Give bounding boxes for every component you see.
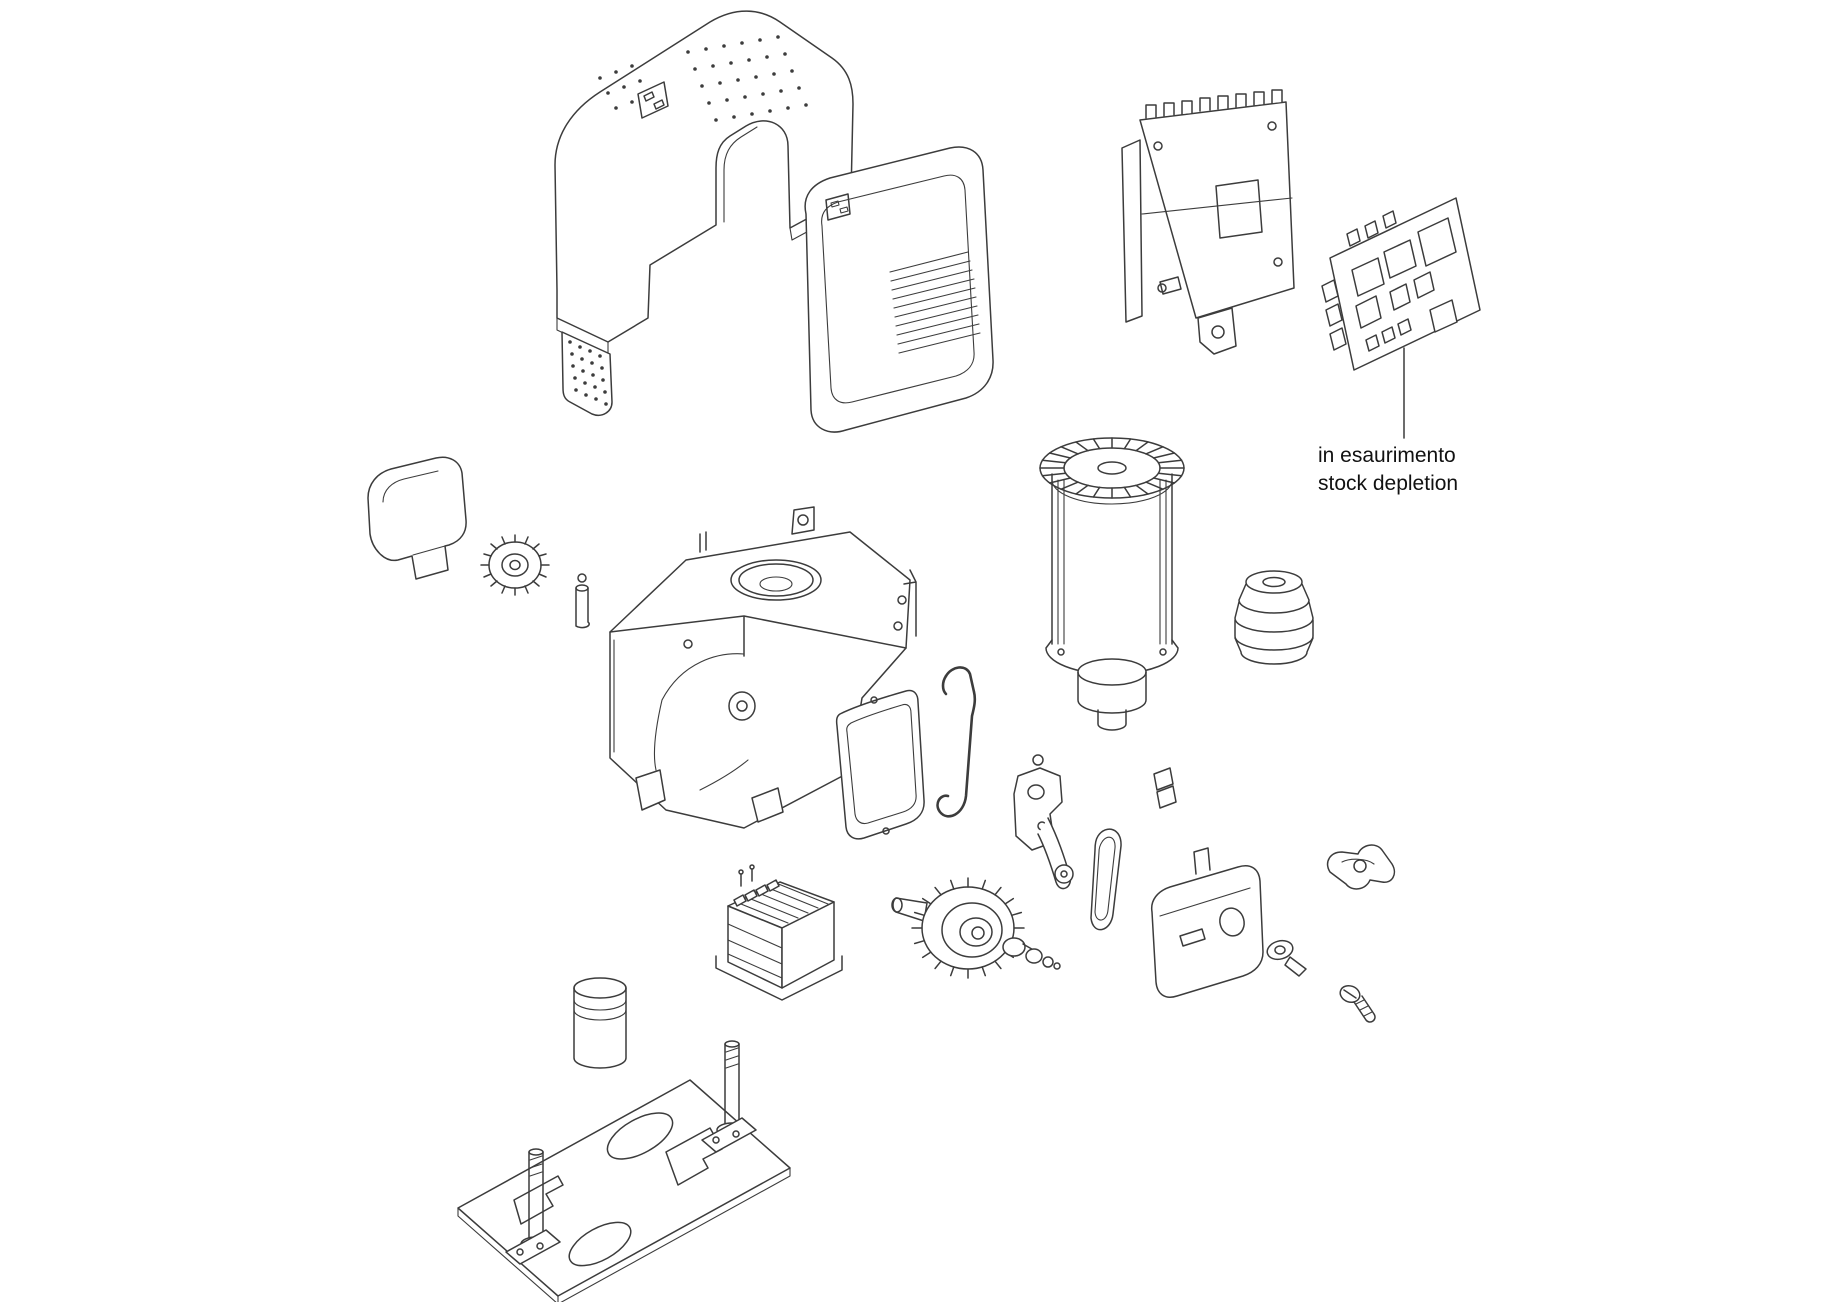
transformer [715, 864, 843, 1001]
anchor-bolt-left [505, 1148, 561, 1265]
panel-logo [825, 193, 851, 221]
panel-grill [889, 251, 981, 354]
top-cover-housing [554, 10, 854, 416]
capacitor [573, 977, 627, 1069]
note-line-2: stock depletion [1318, 472, 1458, 495]
front-cover-panel [804, 146, 994, 433]
pinion-gear [480, 534, 550, 596]
release-bracket [1013, 754, 1074, 890]
drive-belt [1090, 828, 1122, 931]
note-line-1: in esaurimento [1318, 444, 1456, 467]
gearbox-housing [609, 506, 917, 829]
gasket [835, 689, 925, 840]
wire-spring [936, 666, 977, 818]
spacer-blocks [1153, 767, 1177, 809]
stock-depletion-note: in esaurimento stock depletion [1318, 347, 1458, 495]
corner-cap [367, 456, 467, 580]
electric-motor [1039, 437, 1185, 731]
lock-cylinder [1266, 939, 1307, 977]
brand-logo [637, 81, 669, 119]
anchor-bolt-right [701, 1040, 757, 1153]
release-door-cover [1150, 847, 1264, 998]
release-handle [1326, 844, 1396, 890]
rear-mounting-plate [1121, 89, 1295, 355]
control-board [1321, 197, 1481, 371]
foundation-base-plate [457, 1040, 791, 1302]
gear-pulley-assembly [891, 877, 1061, 979]
threaded-bushing [1234, 570, 1314, 665]
fixing-screw [1339, 984, 1376, 1023]
release-pin [575, 573, 590, 629]
